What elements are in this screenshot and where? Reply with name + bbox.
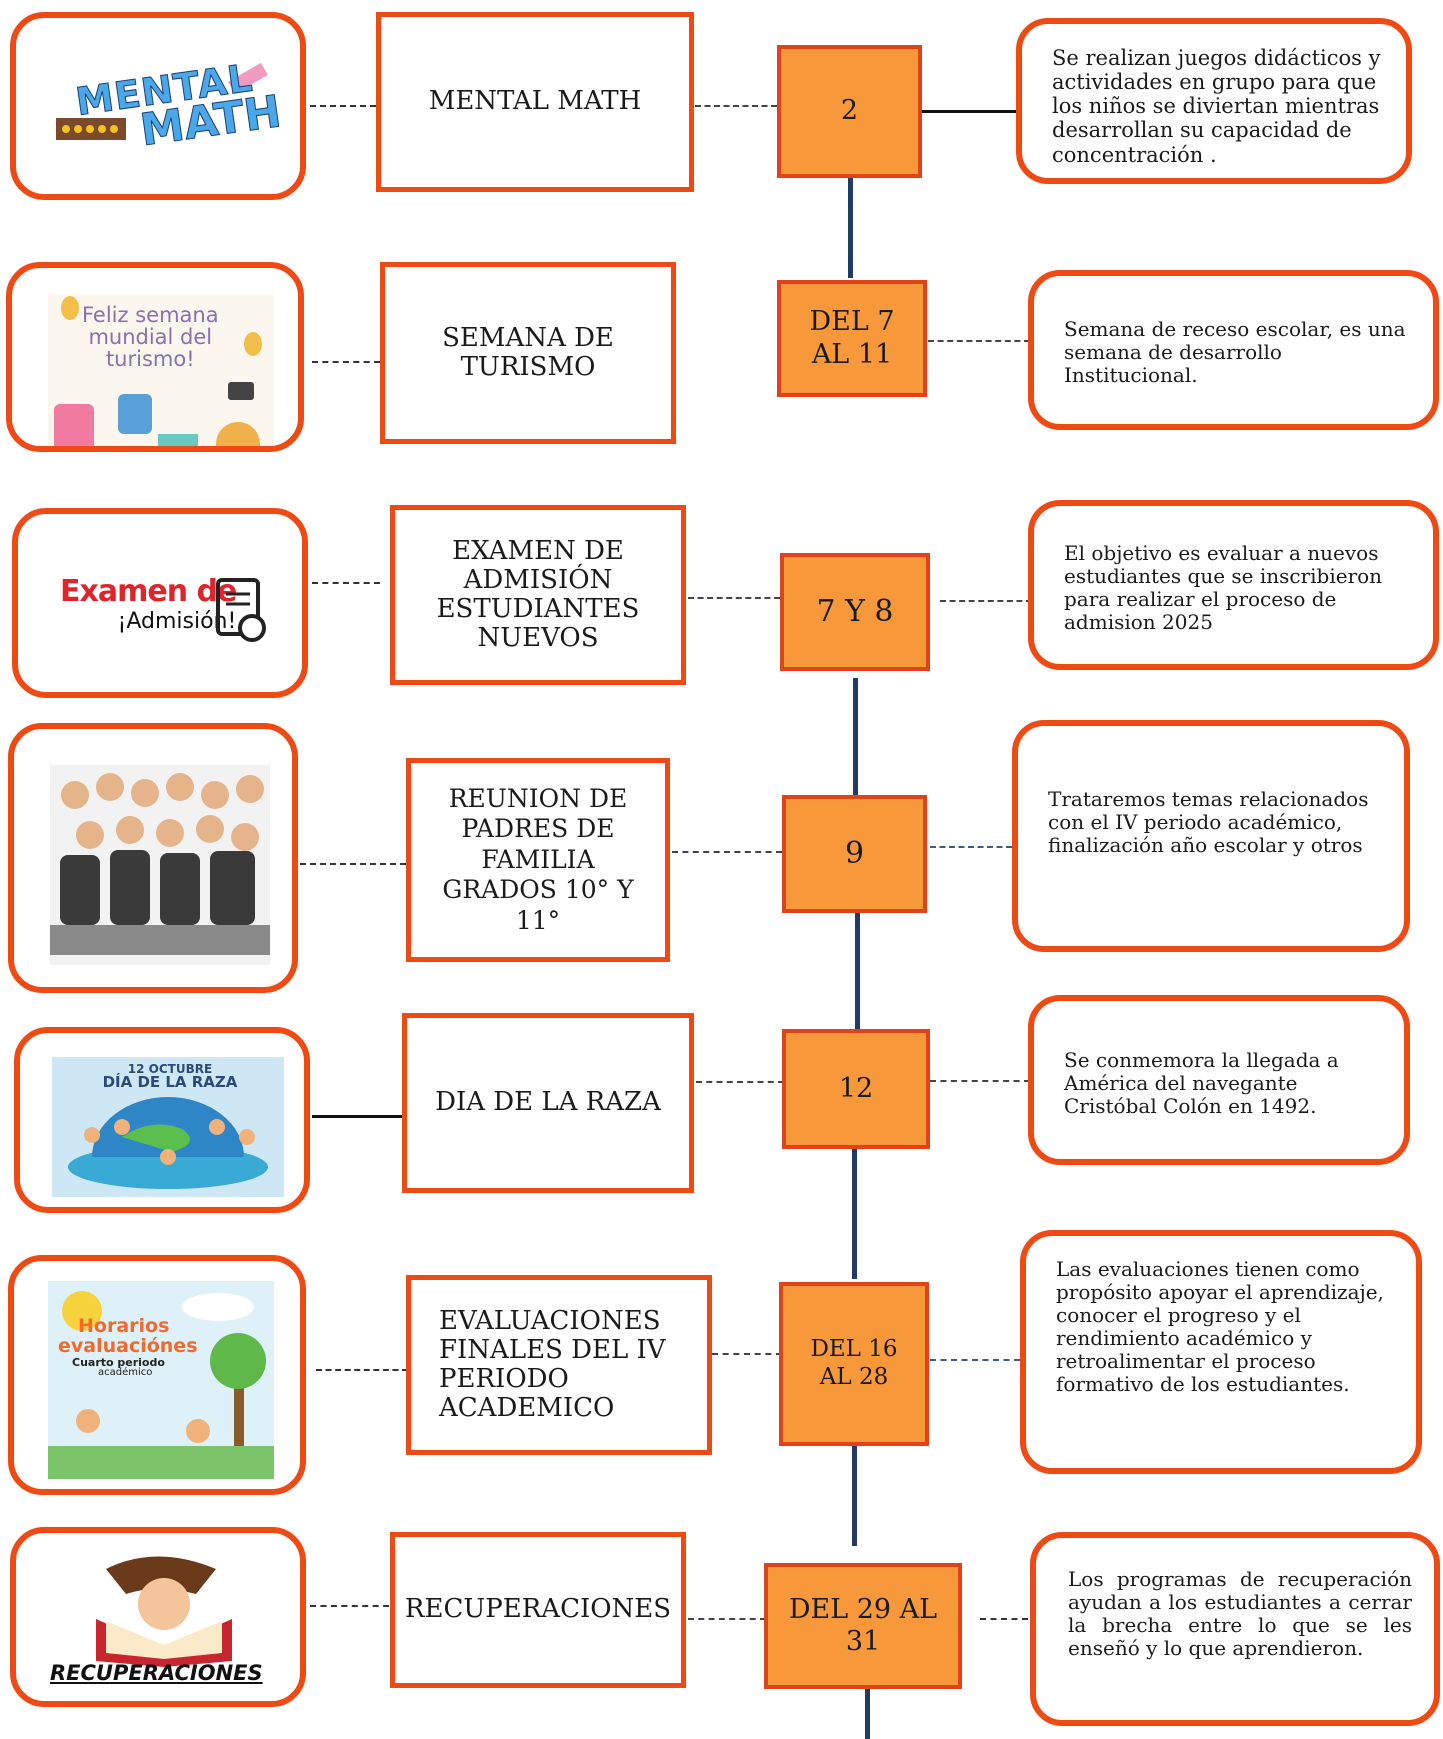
- evaluations-caption: Horarios evaluaciónes Cuarto periodo aca…: [58, 1315, 198, 1379]
- event-description-1: Se realizan juegos didácticos y activida…: [1016, 18, 1412, 184]
- timeline-spine: [852, 1149, 857, 1279]
- event-description-4: Trataremos temas relacionados con el IV …: [1012, 720, 1410, 952]
- event-title-4: REUNION DE PADRES DE FAMILIA GRADOS 10° …: [406, 758, 670, 962]
- image-card-recovery: RECUPERACIONES: [10, 1527, 306, 1707]
- connector-line: [696, 1081, 784, 1083]
- image-card-race-day: 12 OCTUBRE DÍA DE LA RAZA: [14, 1027, 310, 1213]
- image-card-tourism: Feliz semana mundial del turismo!: [6, 262, 304, 452]
- connector-line: [928, 340, 1030, 342]
- event-description-3: El objetivo es evaluar a nuevos estudian…: [1028, 500, 1439, 670]
- event-title-6: EVALUACIONES FINALES DEL IV PERIODO ACAD…: [406, 1275, 712, 1455]
- image-card-admission: Examen de ¡Admisión!: [12, 508, 308, 698]
- event-date-6: DEL 16 AL 28: [779, 1282, 929, 1446]
- event-description-6: Las evaluaciones tienen como propósito a…: [1020, 1230, 1422, 1474]
- connector-line: [316, 1369, 408, 1371]
- connector-line: [930, 1080, 1030, 1082]
- event-date-5: 12: [782, 1029, 930, 1149]
- timeline-spine: [853, 678, 858, 798]
- connector-line: [312, 1115, 404, 1118]
- event-date-3: 7 Y 8: [780, 553, 930, 671]
- race-day-caption: 12 OCTUBRE DÍA DE LA RAZA: [102, 1062, 238, 1091]
- certificate-icon: [214, 576, 270, 646]
- connector-line: [695, 105, 777, 107]
- connector-line: [930, 846, 1012, 848]
- connector-line: [930, 1359, 1020, 1361]
- recovery-illustration: [76, 1549, 246, 1669]
- admission-caption: Examen de ¡Admisión!: [60, 574, 237, 634]
- image-card-evaluations: Horarios evaluaciónes Cuarto periodo aca…: [8, 1255, 306, 1495]
- connector-line: [310, 105, 376, 107]
- event-date-7: DEL 29 AL 31: [764, 1563, 962, 1689]
- mental-math-illustration: [56, 63, 276, 163]
- connector-line: [310, 1605, 410, 1607]
- event-title-7: RECUPERACIONES: [390, 1532, 686, 1688]
- event-description-2: Semana de receso escolar, es una semana …: [1028, 270, 1439, 430]
- connector-line: [688, 1618, 766, 1620]
- event-title-2: SEMANA DE TURISMO: [380, 262, 676, 444]
- recovery-caption: RECUPERACIONES: [50, 1661, 263, 1685]
- event-title-3: EXAMEN DE ADMISIÓN ESTUDIANTES NUEVOS: [390, 505, 686, 685]
- event-title-5: DIA DE LA RAZA: [402, 1013, 694, 1193]
- evaluations-illustration: [48, 1281, 274, 1479]
- connector-line: [312, 361, 380, 363]
- connector-line: [922, 110, 1037, 113]
- image-card-parents-meeting: [8, 723, 298, 993]
- timeline-spine: [848, 178, 853, 278]
- parents-crowd-illustration: [50, 765, 270, 965]
- event-description-5: Se conmemora la llegada a América del na…: [1028, 995, 1410, 1165]
- event-description-7: Los programas de recuperación ayudan a l…: [1030, 1532, 1440, 1726]
- connector-line: [712, 1353, 782, 1355]
- image-card-mental-math: MENTAL MATH: [10, 12, 306, 200]
- event-title-1: MENTAL MATH: [376, 12, 694, 192]
- timeline-spine: [855, 913, 860, 1033]
- connector-line: [672, 851, 782, 853]
- event-date-1: 2: [777, 45, 922, 178]
- timeline-spine: [852, 1446, 857, 1546]
- tourism-caption: Feliz semana mundial del turismo!: [82, 303, 219, 372]
- connector-line: [940, 600, 1032, 602]
- event-date-2: DEL 7 AL 11: [777, 280, 927, 397]
- connector-line: [980, 1618, 1028, 1620]
- event-date-4: 9: [782, 795, 927, 913]
- connector-line: [312, 582, 380, 584]
- connector-line: [688, 597, 780, 599]
- timeline-spine: [865, 1689, 870, 1739]
- connector-line: [300, 863, 406, 865]
- race-day-illustration: [52, 1057, 284, 1197]
- tourism-illustration: [48, 294, 274, 446]
